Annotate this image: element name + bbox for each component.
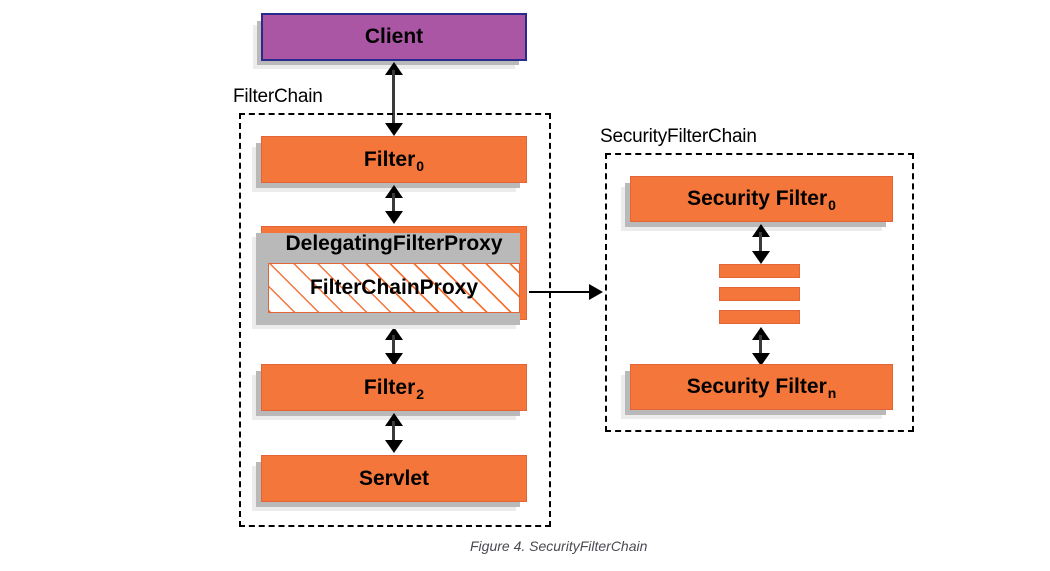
node-security-filter-0-label: Security Filter [687, 187, 828, 210]
node-servlet-label: Servlet [358, 466, 430, 490]
node-security-filter-n-label: Security Filter [686, 375, 827, 398]
group-box-securityfilterchain [605, 153, 914, 432]
group-label-filterchain: FilterChain [233, 86, 323, 107]
node-delegating-filter-proxy-label: DelegatingFilterProxy [285, 232, 503, 255]
node-security-filter-n-subscript: n [827, 385, 837, 401]
node-security-filter-0-subscript: 0 [828, 197, 836, 213]
group-label-securityfilterchain: SecurityFilterChain [600, 126, 757, 147]
ellipsis-bar-1 [719, 264, 800, 278]
node-delegating-filter-proxy: DelegatingFilterProxy FilterChainProxy [252, 226, 527, 329]
node-client: Client [253, 13, 527, 69]
node-filter-2-label: Filter [363, 375, 416, 399]
node-filter-chain-proxy: FilterChainProxy [268, 263, 520, 313]
ellipsis-bar-2 [719, 287, 800, 301]
group-box-filterchain [239, 113, 551, 527]
figure-caption: Figure 4. SecurityFilterChain [470, 538, 648, 554]
node-filter-0-label: Filter [363, 147, 416, 171]
node-filter-2-subscript: 2 [416, 385, 425, 402]
node-servlet: Servlet [252, 455, 527, 511]
node-client-label: Client [364, 25, 424, 48]
ellipsis-bar-3 [719, 310, 800, 324]
node-filter-0-subscript: 0 [416, 157, 425, 174]
node-filter-chain-proxy-label: FilterChainProxy [309, 276, 479, 299]
